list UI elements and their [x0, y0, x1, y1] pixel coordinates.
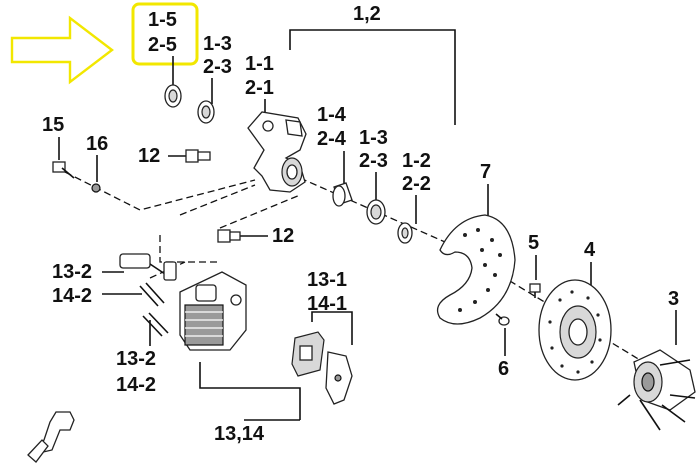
label-3: 3 — [668, 288, 679, 310]
label-13-2-top: 13-2 — [52, 261, 92, 283]
washer-16 — [91, 183, 101, 193]
label-1-5: 1-5 — [148, 9, 177, 31]
label-7: 7 — [480, 161, 491, 183]
caliper-pins — [139, 282, 169, 337]
brake-pads — [291, 331, 353, 405]
bolt-12-top — [185, 149, 211, 163]
screw-5 — [529, 283, 541, 298]
label-13-14: 13,14 — [214, 423, 265, 445]
label-1-4: 1-4 — [317, 104, 347, 126]
bearing-top — [197, 100, 215, 124]
label-2-1: 2-1 — [245, 77, 274, 99]
steering-knuckle — [247, 111, 307, 193]
label-4: 4 — [584, 239, 596, 261]
label-2-3-top: 2-3 — [203, 56, 232, 78]
yellow-pointer-arrow — [10, 15, 114, 85]
label-13-1: 13-1 — [307, 269, 347, 291]
label-1-3-mid: 1-3 — [359, 127, 388, 149]
label-1-3-top: 1-3 — [203, 33, 232, 55]
label-2-4: 2-4 — [317, 128, 347, 150]
label-6: 6 — [498, 358, 509, 380]
brake-disc — [538, 279, 612, 381]
label-14-1: 14-1 — [307, 293, 347, 315]
mounting-bracket — [27, 411, 75, 463]
spacer — [332, 182, 353, 207]
bolt-15 — [52, 161, 75, 179]
label-1-1: 1-1 — [245, 53, 274, 75]
wheel-hub — [617, 349, 696, 431]
label-12-top: 12 — [138, 145, 160, 167]
label-14-2-bot: 14-2 — [116, 374, 156, 396]
bolt-12-mid — [217, 229, 241, 243]
label-2-5: 2-5 — [148, 34, 177, 56]
bearing-mid — [366, 199, 386, 225]
label-1-2-mid: 1-2 — [402, 150, 431, 172]
seal-inner — [397, 222, 413, 244]
label-1-2-assembly: 1,2 — [353, 3, 381, 25]
label-5: 5 — [528, 232, 539, 254]
brake-caliper-bolt — [119, 253, 177, 281]
brake-caliper — [179, 271, 247, 351]
dust-cover-plate — [436, 214, 516, 325]
label-12-mid: 12 — [272, 225, 294, 247]
label-16: 16 — [86, 133, 108, 155]
highlight-box — [131, 2, 199, 66]
label-2-2-mid: 2-2 — [402, 173, 431, 195]
label-14-2-top: 14-2 — [52, 285, 92, 307]
label-13-2-bot: 13-2 — [116, 348, 156, 370]
label-15: 15 — [42, 114, 64, 136]
screw-6 — [495, 313, 510, 326]
label-2-3-mid: 2-3 — [359, 150, 388, 172]
dust-seal — [164, 84, 182, 108]
